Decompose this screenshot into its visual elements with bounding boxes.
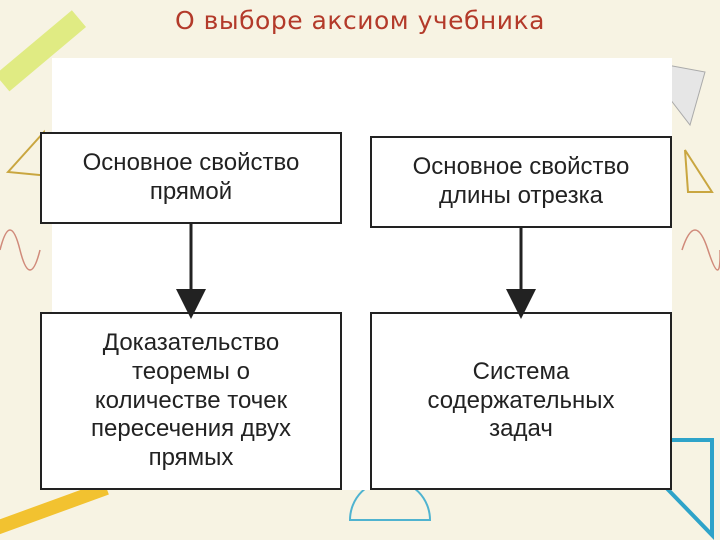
box-line-property: Основное свойство прямой [40, 132, 342, 224]
box-intersection-theorem: Доказательство теоремы о количестве точе… [40, 312, 342, 490]
graph-doodle-icon [682, 230, 720, 270]
page-title: О выборе аксиом учебника [0, 6, 720, 35]
box-segment-length-property: Основное свойство длины отрезка [370, 136, 672, 228]
box-task-system: Система содержательных задач [370, 312, 672, 490]
pencil-icon [0, 481, 109, 539]
triangle-icon [685, 150, 712, 192]
graph-doodle-icon [0, 230, 40, 270]
